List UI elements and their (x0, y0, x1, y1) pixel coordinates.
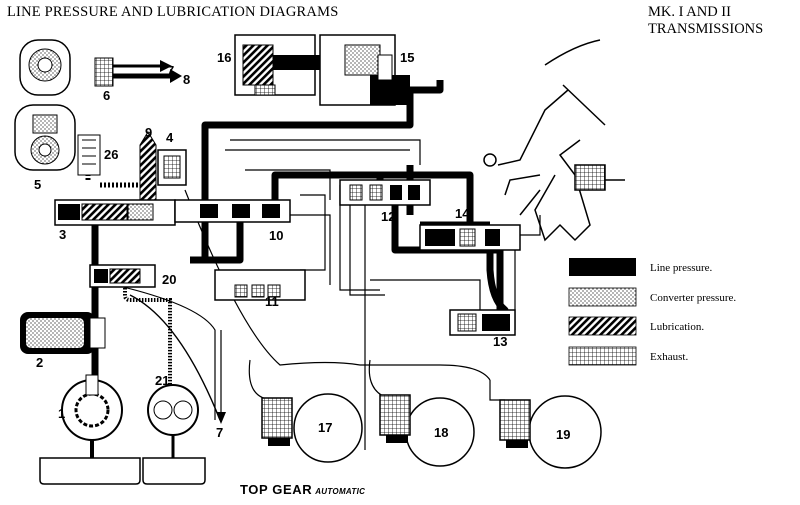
number-13: 13 (493, 334, 507, 349)
valve-12 (339, 179, 431, 206)
number-20: 20 (162, 272, 176, 287)
number-16: 16 (217, 50, 231, 65)
pump-21 (142, 384, 206, 485)
number-4: 4 (166, 130, 174, 145)
converter-5 (14, 39, 76, 171)
legend-swatch-converter-pressure (568, 287, 637, 307)
number-3: 3 (59, 227, 66, 242)
number-1: 1 (58, 406, 65, 421)
number-17: 17 (318, 420, 332, 435)
legend-swatch-line-pressure (569, 258, 636, 276)
diagram-title: LINE PRESSURE AND LUBRICATION DIAGRAMS (7, 4, 339, 20)
governor-linkage (483, 39, 625, 242)
number-5: 5 (34, 177, 41, 192)
legend-swatch-lubrication (568, 316, 637, 336)
valve-block-16-15 (234, 34, 410, 106)
number-7-bottom: 7 (216, 425, 223, 440)
valve-11 (214, 269, 306, 301)
valve-26-9-4 (77, 131, 187, 200)
valve-3 (54, 199, 176, 226)
gear-caption-main: TOP GEAR (240, 482, 313, 497)
legend-label-lubrication: Lubrication. (650, 321, 704, 333)
pump-1 (39, 374, 141, 485)
arrow-exhaust-7 (216, 330, 226, 424)
number-21: 21 (155, 373, 169, 388)
valve-13 (449, 309, 516, 336)
number-14: 14 (455, 206, 470, 221)
valve-6 (94, 57, 182, 87)
number-26: 26 (104, 147, 118, 162)
component-numbers: 16 15 7 8 6 9 4 26 5 3 10 12 14 11 20 13… (34, 50, 570, 442)
regulator-2 (20, 312, 106, 354)
clutch-19 (499, 395, 602, 469)
valve-10 (174, 199, 291, 223)
number-10: 10 (269, 228, 283, 243)
legend: Line pressure. Converter pressure. Lubri… (568, 258, 736, 366)
valve-20 (89, 264, 156, 288)
legend-swatch-exhaust (568, 346, 637, 366)
valve-14 (419, 224, 521, 251)
clutch-18 (379, 394, 475, 467)
transmission-label-line2: TRANSMISSIONS (648, 21, 764, 37)
legend-label-converter-pressure: Converter pressure. (650, 292, 736, 304)
clutch-17 (261, 393, 363, 463)
number-12: 12 (381, 209, 395, 224)
gear-caption-mode: AUTOMATIC (315, 487, 366, 496)
exhaust-lines (114, 139, 541, 450)
number-6: 6 (103, 88, 110, 103)
number-7-top: 7 (167, 63, 174, 78)
transmission-label-line1: MK. I AND II (648, 4, 731, 20)
number-9: 9 (145, 125, 152, 140)
number-8: 8 (183, 72, 190, 87)
number-18: 18 (434, 425, 448, 440)
number-11: 11 (265, 294, 279, 309)
legend-label-line-pressure: Line pressure. (650, 262, 713, 274)
number-15: 15 (400, 50, 414, 65)
number-19: 19 (556, 427, 570, 442)
legend-label-exhaust: Exhaust. (650, 351, 688, 363)
number-2: 2 (36, 355, 43, 370)
transmission-label: MK. I AND II TRANSMISSIONS (648, 4, 763, 38)
